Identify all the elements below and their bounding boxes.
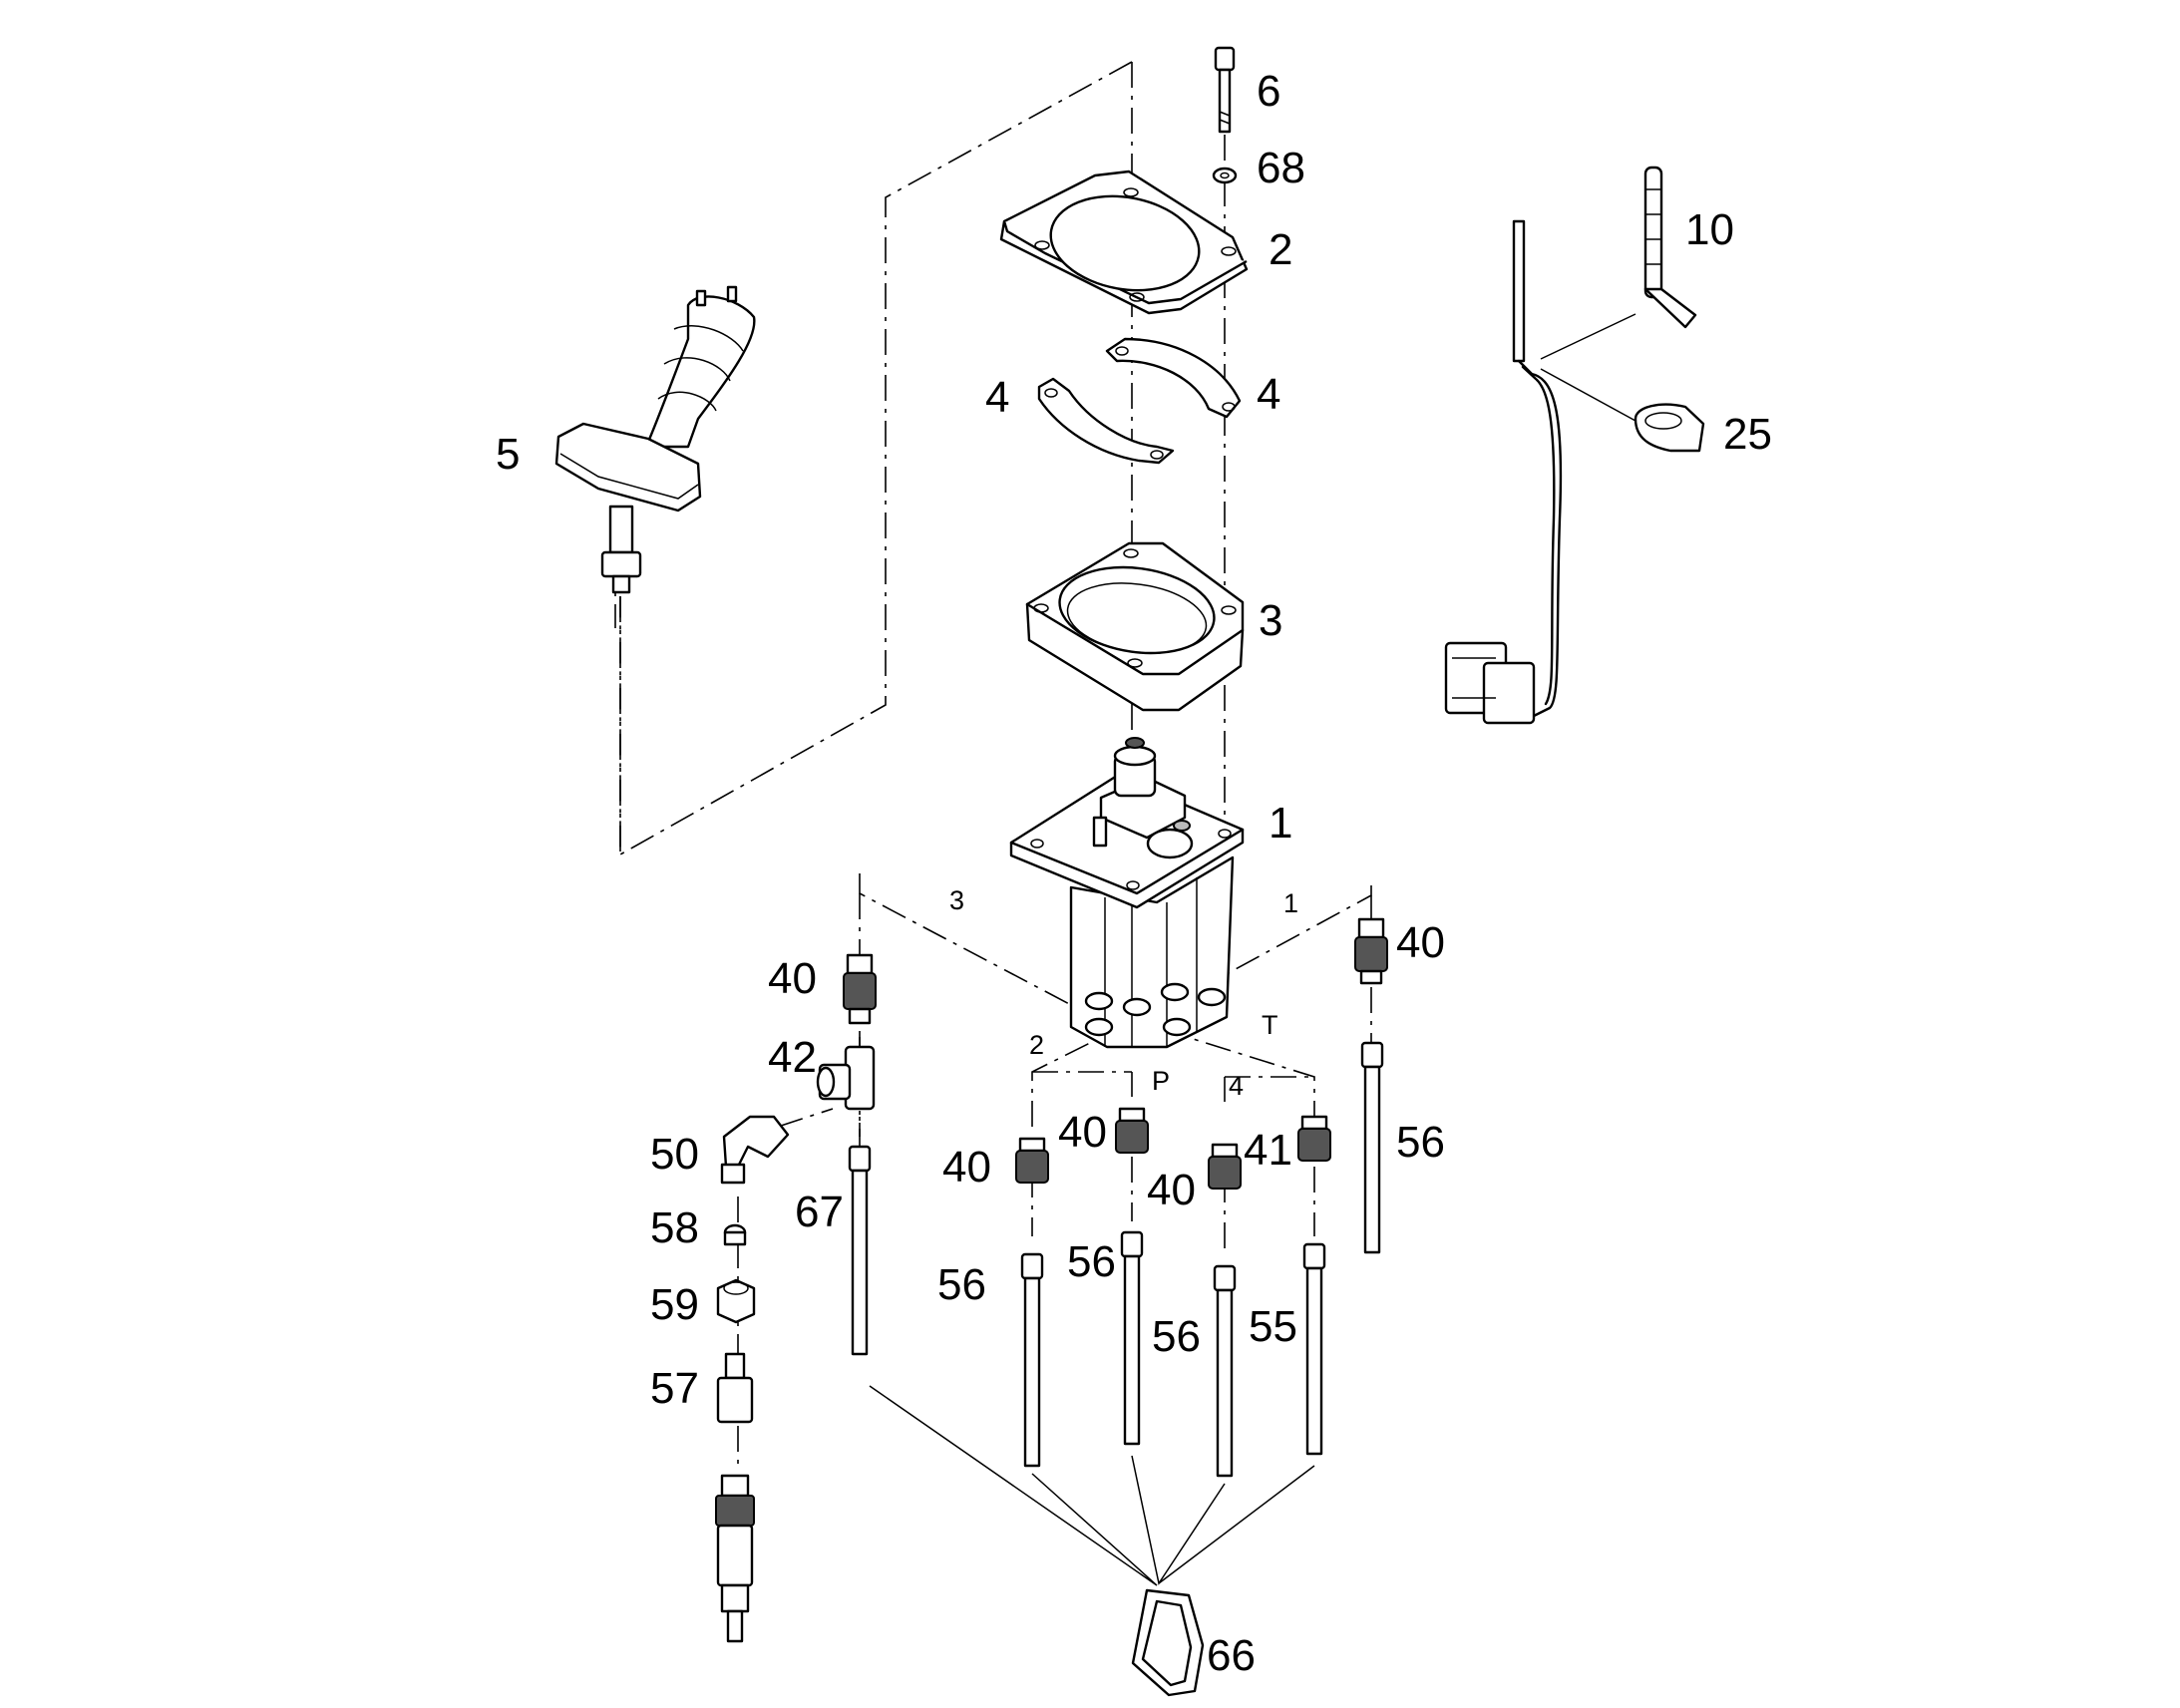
callout-58: 58 <box>650 1203 699 1252</box>
callout-56-p: 56 <box>1067 1237 1116 1286</box>
callout-59: 59 <box>650 1280 699 1329</box>
callout-40-right: 40 <box>1396 918 1445 967</box>
callout-5: 5 <box>496 430 520 479</box>
callout-25: 25 <box>1723 410 1772 459</box>
part-68-washer <box>1212 167 1238 184</box>
port-labels: 3 1 2 P 4 T <box>949 885 1298 1101</box>
port-label-2: 2 <box>1029 1030 1044 1060</box>
callout-67: 67 <box>795 1188 844 1236</box>
tube-56-right <box>1360 1041 1384 1254</box>
port-label-4: 4 <box>1229 1071 1244 1101</box>
callout-56-a: 56 <box>937 1260 986 1309</box>
fitting-40-a <box>1015 1137 1049 1184</box>
port-label-1: 1 <box>1283 888 1298 918</box>
callout-4-left: 4 <box>985 373 1009 422</box>
quick-coupler <box>715 1474 755 1643</box>
callout-10: 10 <box>1685 205 1734 254</box>
part-4-clip-right <box>1105 337 1242 419</box>
leader-lines <box>614 61 1372 1466</box>
callout-56-4: 56 <box>1152 1312 1201 1361</box>
part-10-cable <box>1643 166 1697 329</box>
part-6-screw <box>1214 46 1236 134</box>
callout-68: 68 <box>1257 144 1305 192</box>
part-5-joystick <box>554 285 756 594</box>
callout-56-right: 56 <box>1396 1118 1445 1167</box>
part-66-ring <box>869 1385 1315 1697</box>
callouts: 6 68 2 4 4 5 10 25 3 1 40 40 42 50 40 40… <box>496 67 1772 1680</box>
part-59-nut <box>716 1278 756 1324</box>
callout-4-right: 4 <box>1257 370 1280 419</box>
part-57-adapter <box>716 1352 754 1424</box>
callout-50: 50 <box>650 1130 699 1179</box>
part-3-adapter <box>1025 541 1245 712</box>
fitting-42-tee <box>816 1045 876 1111</box>
leader-10 <box>1540 313 1636 360</box>
callout-1: 1 <box>1269 799 1292 848</box>
port-label-3: 3 <box>949 885 964 915</box>
callout-6: 6 <box>1257 67 1280 116</box>
part-4-clip-left <box>1037 377 1175 465</box>
port-label-p: P <box>1152 1066 1170 1096</box>
callout-40-4: 40 <box>1147 1166 1196 1214</box>
callout-57: 57 <box>650 1364 699 1413</box>
callout-66: 66 <box>1207 1631 1256 1680</box>
callout-40-a: 40 <box>942 1143 991 1192</box>
callout-3: 3 <box>1259 596 1282 645</box>
tube-56-p <box>1120 1230 1144 1446</box>
part-2-plate <box>999 170 1249 315</box>
port-label-t: T <box>1262 1010 1278 1040</box>
fitting-41 <box>1297 1115 1331 1162</box>
part-harness <box>1444 219 1563 725</box>
callout-55: 55 <box>1249 1302 1297 1351</box>
callout-2: 2 <box>1269 225 1292 274</box>
callout-41: 41 <box>1244 1126 1292 1175</box>
fitting-40-p <box>1115 1107 1149 1154</box>
part-58-ring <box>723 1223 747 1246</box>
fitting-50-elbow <box>720 1115 790 1185</box>
fitting-40-left <box>843 953 877 1025</box>
fitting-40-right <box>1354 917 1388 985</box>
tube-67 <box>848 1145 872 1356</box>
tube-56-a <box>1020 1252 1044 1468</box>
part-1-valve-body <box>1009 737 1245 1049</box>
callout-40-p: 40 <box>1058 1108 1107 1157</box>
leader-25 <box>1540 368 1636 422</box>
tube-55 <box>1302 1242 1326 1456</box>
part-25-clip <box>1634 403 1705 453</box>
tube-56-4 <box>1213 1264 1237 1478</box>
callout-40-left: 40 <box>768 954 817 1003</box>
callout-42: 42 <box>768 1033 817 1082</box>
fitting-40-4 <box>1208 1143 1242 1190</box>
